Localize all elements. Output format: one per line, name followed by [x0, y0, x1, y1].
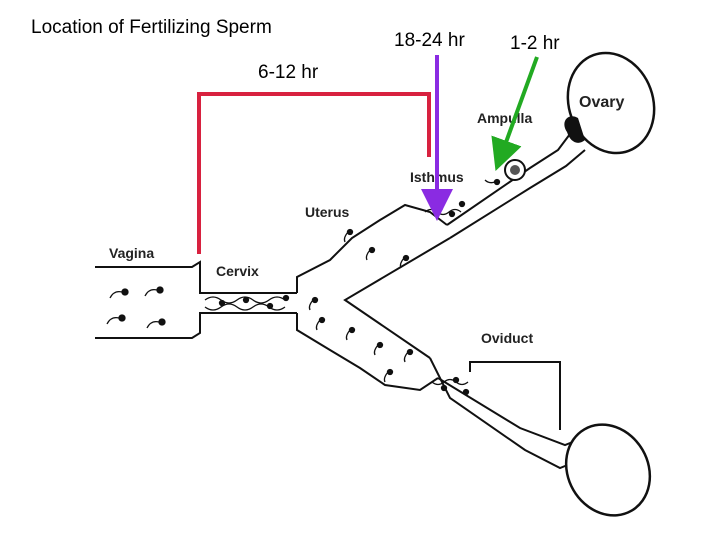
lower-ovary — [550, 409, 666, 530]
label-cervix: Cervix — [216, 263, 259, 279]
oviduct-bracket — [470, 362, 560, 430]
lower-oviduct-bottom — [430, 358, 575, 468]
label-oviduct: Oviduct — [481, 330, 533, 346]
sperm-group — [107, 180, 500, 395]
egg-nucleus — [510, 165, 520, 175]
tract-outline — [95, 130, 585, 468]
label-ampulla: Ampulla — [477, 110, 532, 126]
label-ovary: Ovary — [579, 94, 624, 111]
lower-oviduct-top — [438, 378, 583, 445]
red-bracket-6-12-hr — [199, 94, 429, 254]
label-uterus: Uterus — [305, 204, 350, 220]
uterus-inner-angle — [345, 238, 450, 358]
vagina-upper-wall — [95, 262, 297, 293]
label-vagina: Vagina — [109, 245, 154, 261]
uterus-lower-wall — [297, 313, 438, 390]
green-arrow-ampulla — [501, 57, 537, 156]
